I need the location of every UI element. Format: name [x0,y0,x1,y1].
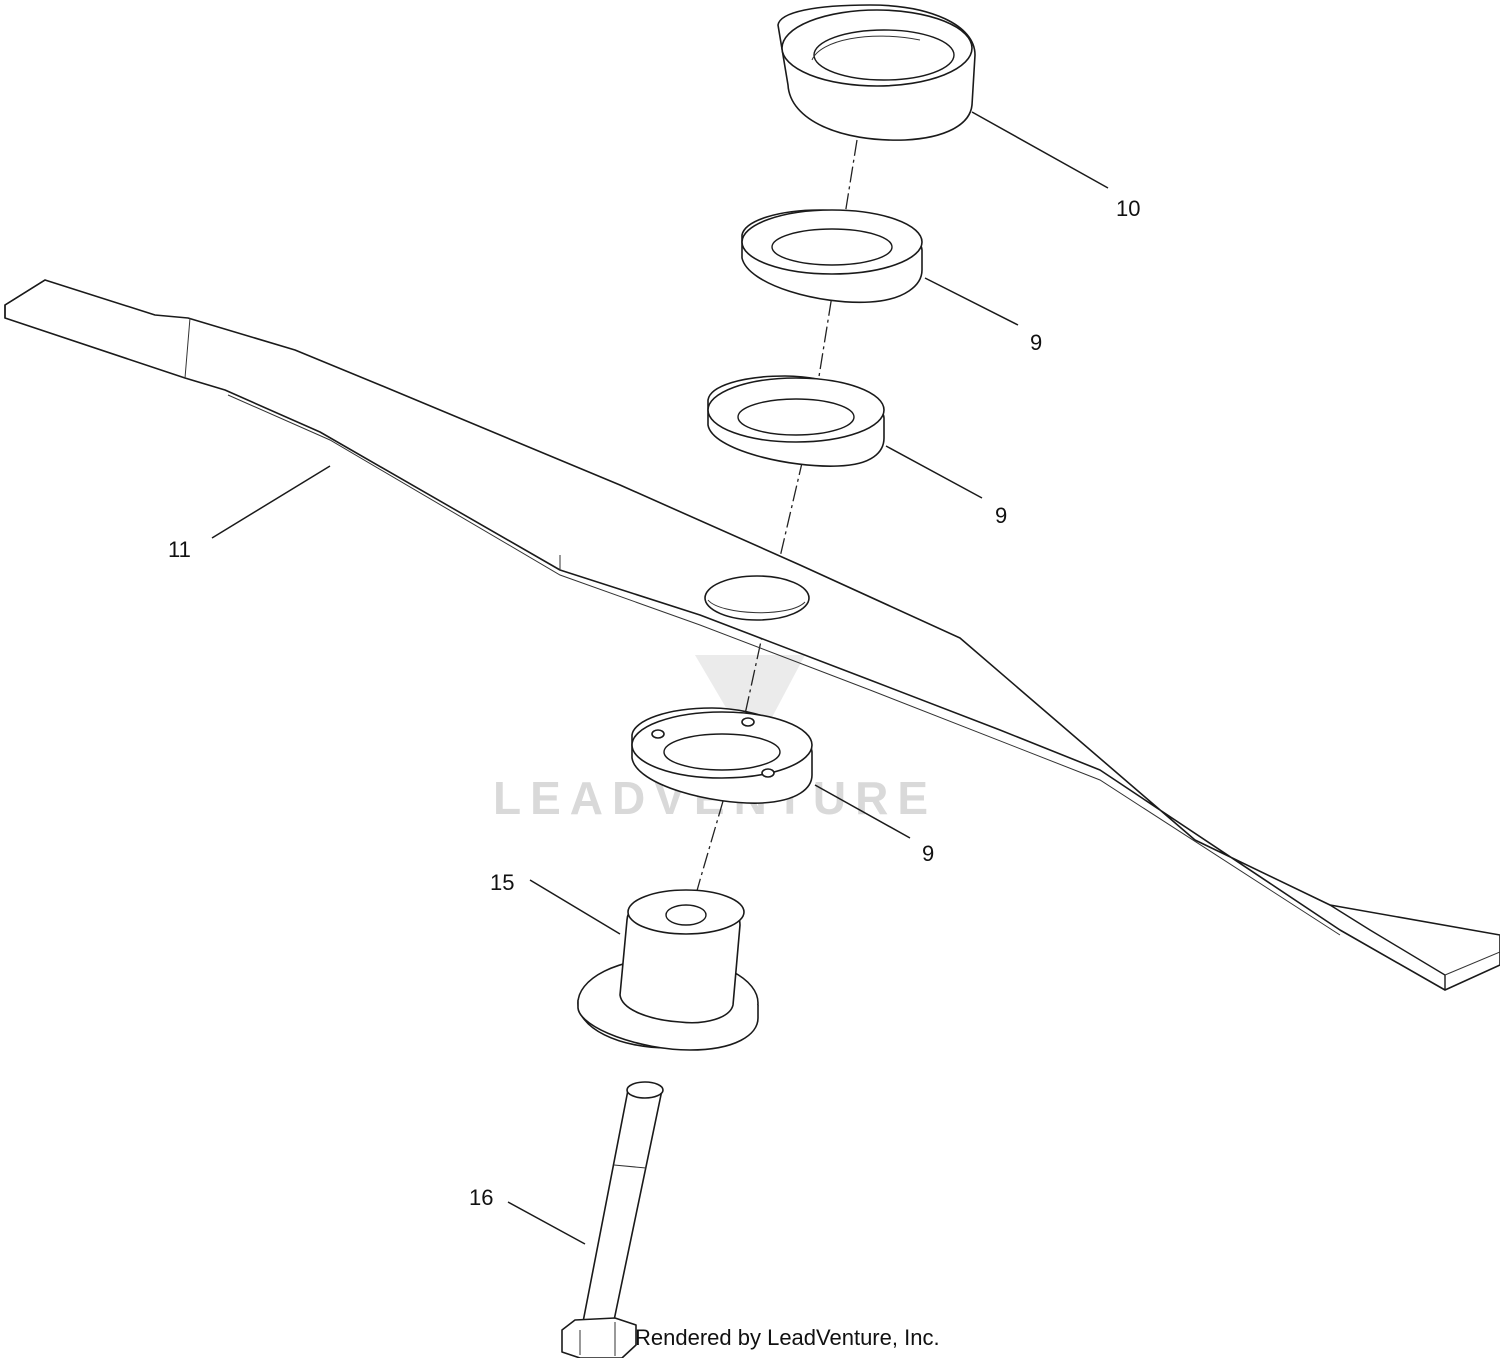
callout-11: 11 [168,537,191,562]
callout-9-top: 9 [1030,330,1042,355]
spacer-part-9-middle [707,375,885,467]
leader-line-16 [507,1201,586,1245]
leader-line-15 [529,879,621,935]
cup-part-10 [777,4,976,141]
leader-line-9-top [924,277,1019,326]
leader-line-9-middle [885,445,983,499]
blade-part-11 [4,279,1500,991]
hub-part-15 [577,889,759,1051]
spacer-part-9-top [741,209,923,304]
callout-10: 10 [1116,196,1140,221]
callout-9-lower: 9 [922,841,934,866]
leader-line-9-lower [814,784,911,839]
bolt-part-16 [561,1081,664,1358]
callout-15: 15 [490,870,514,895]
render-credit: Rendered by LeadVenture, Inc. [635,1325,940,1350]
leader-line-10 [971,111,1109,189]
callout-9-middle: 9 [995,503,1007,528]
leader-lines [211,111,1109,1245]
callout-16: 16 [469,1185,493,1210]
spacer-part-9-lower [631,707,813,804]
leader-line-11 [211,465,331,539]
